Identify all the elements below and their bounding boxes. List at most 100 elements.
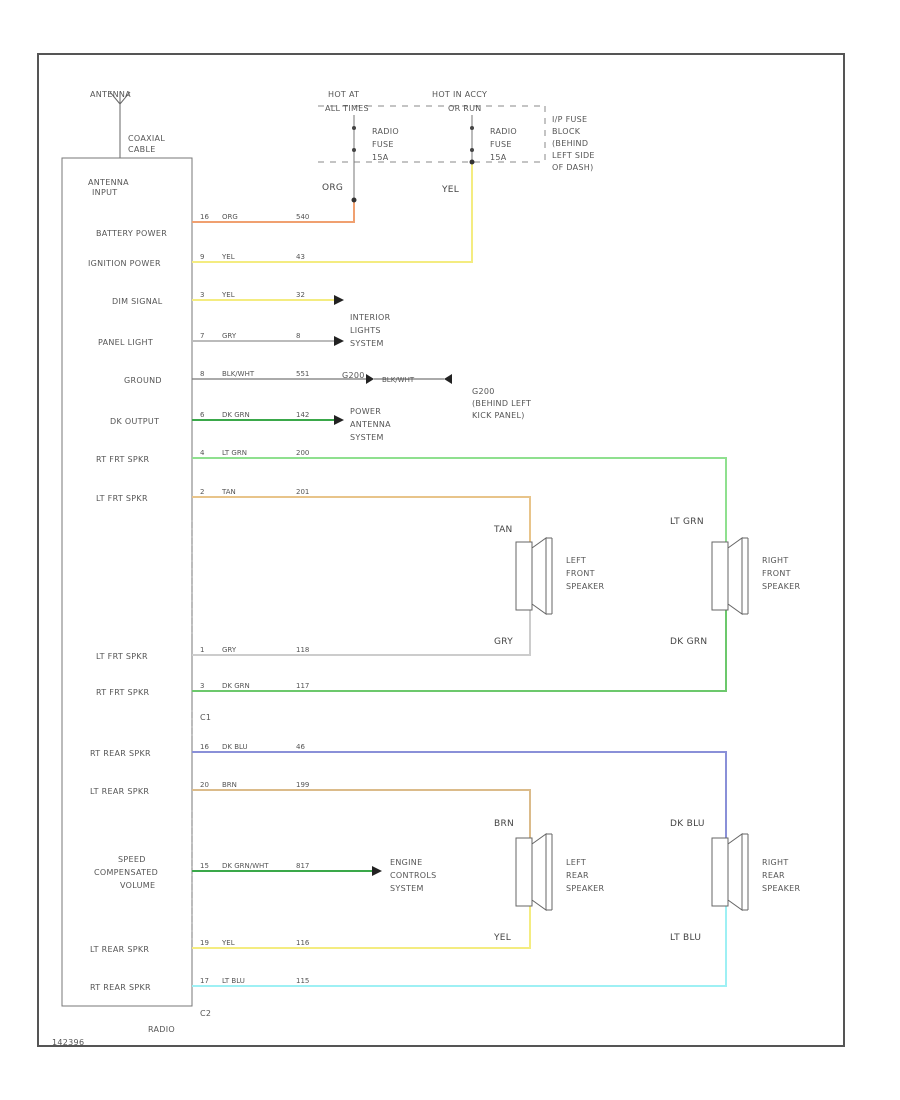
pin-number: 16 xyxy=(200,743,209,751)
speed-label-line: COMPENSATED xyxy=(94,868,158,877)
wire-color: ORG xyxy=(222,213,238,221)
pin-number: 3 xyxy=(200,682,204,690)
fuse1-line1: RADIO xyxy=(372,127,399,136)
wire-color: YEL xyxy=(221,253,235,261)
ground-loc-3: KICK PANEL) xyxy=(472,411,525,420)
wire-color: YEL xyxy=(221,291,235,299)
pin-function-label: LT FRT SPKR xyxy=(96,652,148,661)
org-tag: ORG xyxy=(322,183,343,193)
engine-controls-1: ENGINE xyxy=(390,858,422,867)
interior-lights-3: SYSTEM xyxy=(350,339,384,348)
rf-top-color: LT GRN xyxy=(670,517,704,527)
pin-number: 2 xyxy=(200,488,204,496)
pin-function-label: BATTERY POWER xyxy=(96,229,167,238)
wire-7 xyxy=(192,457,727,542)
ground-loc-2: (BEHIND LEFT xyxy=(472,399,531,408)
pin-number: 4 xyxy=(200,449,205,457)
pin-number: 20 xyxy=(200,781,209,789)
fuse-loc-2: BLOCK xyxy=(552,127,581,136)
fuse-loc-4: LEFT SIDE xyxy=(552,151,595,160)
circuit-number: 118 xyxy=(296,646,309,654)
fuse2-line2: FUSE xyxy=(490,140,512,149)
fuse1-line3: 15A xyxy=(372,153,389,162)
connector-c1: C1 xyxy=(200,713,211,722)
fuse-loc-1: I/P FUSE xyxy=(552,115,587,124)
speed-label-line: SPEED xyxy=(118,855,146,864)
rr-label-3: SPEAKER xyxy=(762,884,801,893)
pin-function-label: RT REAR SPKR xyxy=(90,983,151,992)
g200-short: G200 xyxy=(342,371,365,380)
wire-color: LT GRN xyxy=(222,449,247,457)
arrow-icon xyxy=(334,295,452,876)
rf-bottom-color: DK GRN xyxy=(670,637,707,647)
wire-11 xyxy=(192,751,727,838)
wire-color: DK GRN/WHT xyxy=(222,862,269,870)
power-antenna-2: ANTENNA xyxy=(350,420,391,429)
ground-loc-1: G200 xyxy=(472,387,495,396)
wire-2 xyxy=(192,162,473,263)
rf-label-2: FRONT xyxy=(762,569,791,578)
engine-controls-2: CONTROLS xyxy=(390,871,437,880)
wire-group xyxy=(192,159,727,987)
hot-at-all-1: HOT AT xyxy=(328,90,359,99)
interior-lights-2: LIGHTS xyxy=(350,326,381,335)
coax-label-1: COAXIAL xyxy=(128,134,165,143)
right-front-speaker-icon xyxy=(711,537,749,615)
footer-code: 142396 xyxy=(52,1038,84,1047)
lf-bottom-color: GRY xyxy=(494,637,513,647)
lf-label-1: LEFT xyxy=(566,556,586,565)
right-rear-speaker-icon xyxy=(711,833,749,911)
rr-bottom-color: LT BLU xyxy=(670,933,701,943)
rr-top-color: DK BLU xyxy=(670,819,705,829)
circuit-number: 43 xyxy=(296,253,305,261)
fuse-loc-5: OF DASH) xyxy=(552,163,594,172)
left-rear-speaker-icon xyxy=(515,833,553,911)
pin-function-label: LT REAR SPKR xyxy=(90,787,149,796)
wire-color: TAN xyxy=(221,488,236,496)
wire-color: LT BLU xyxy=(222,977,245,985)
splice-dot xyxy=(469,159,475,165)
fuse-loc-3: (BEHIND xyxy=(552,139,588,148)
engine-controls-3: SYSTEM xyxy=(390,884,424,893)
pin-function-label: LT REAR SPKR xyxy=(90,945,149,954)
circuit-number: 540 xyxy=(296,213,309,221)
pin-number: 19 xyxy=(200,939,209,947)
pin-number: 7 xyxy=(200,332,204,340)
radio-box xyxy=(61,157,193,1007)
pin-number: 8 xyxy=(200,370,204,378)
circuit-number: 551 xyxy=(296,370,309,378)
lf-label-2: FRONT xyxy=(566,569,595,578)
circuit-number: 817 xyxy=(296,862,309,870)
fuse2-line3: 15A xyxy=(490,153,507,162)
circuit-number: 116 xyxy=(296,939,310,947)
pin-number: 1 xyxy=(200,646,204,654)
lf-top-color: TAN xyxy=(493,525,513,535)
rf-label-1: RIGHT xyxy=(762,556,789,565)
pin-number: 6 xyxy=(200,411,205,419)
connector-c2: C2 xyxy=(200,1009,211,1018)
pin-number: 17 xyxy=(200,977,209,985)
hot-run-acc-1: HOT IN ACCY xyxy=(432,90,487,99)
pin-function-label: DK OUTPUT xyxy=(110,417,159,426)
circuit-number: 32 xyxy=(296,291,305,299)
yel-tag: YEL xyxy=(441,185,459,195)
pin-function-label: DIM SIGNAL xyxy=(112,297,163,306)
lr-bottom-color: YEL xyxy=(493,933,511,943)
pin-number: 15 xyxy=(200,862,209,870)
rr-label-2: REAR xyxy=(762,871,785,880)
wire-1 xyxy=(192,200,355,223)
fuse2-line1: RADIO xyxy=(490,127,517,136)
wire-15 xyxy=(192,906,727,987)
rr-label-1: RIGHT xyxy=(762,858,789,867)
wire-12 xyxy=(192,789,531,838)
circuit-number: 115 xyxy=(296,977,309,985)
pin-number: 16 xyxy=(200,213,209,221)
pin-function-label: IGNITION POWER xyxy=(88,259,161,268)
power-antenna-3: SYSTEM xyxy=(350,433,384,442)
coax-label-2: CABLE xyxy=(128,145,156,154)
diagram-frame xyxy=(37,53,845,1047)
circuit-number: 200 xyxy=(296,449,309,457)
pin-function-label: PANEL LIGHT xyxy=(98,338,153,347)
